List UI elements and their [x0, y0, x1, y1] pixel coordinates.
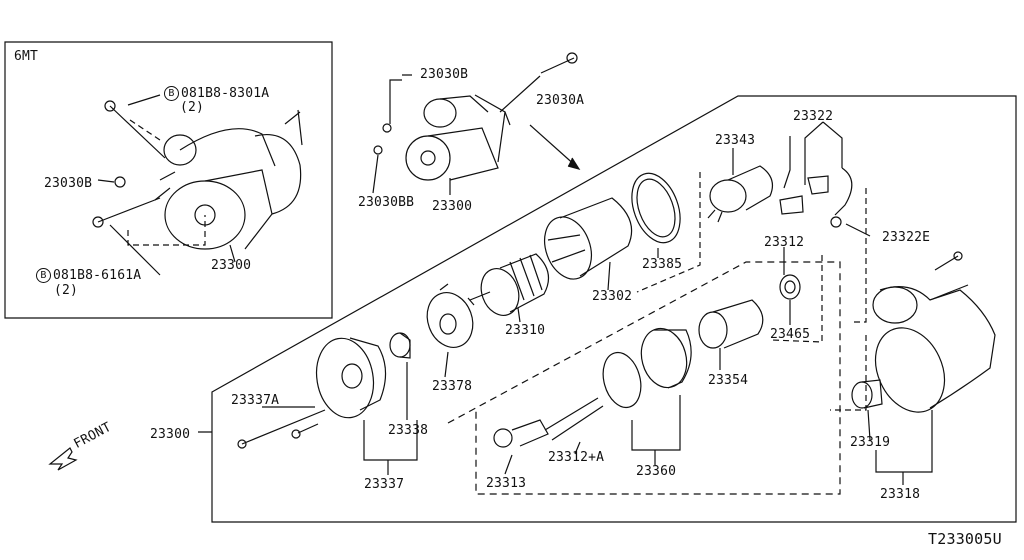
inset-nut [114, 176, 126, 188]
part-label-23322E: 23322E [882, 230, 931, 245]
part-label-23343: 23343 [715, 133, 756, 148]
top-bolt [540, 57, 575, 74]
part-label-23337A: 23337A [231, 393, 280, 408]
inset-bolt-lower [97, 197, 161, 223]
part-label-23354: 23354 [708, 373, 749, 388]
sub-frame [447, 261, 841, 495]
bolt-lower-code: 081B8-6161A [53, 268, 142, 283]
part-label-23030A: 23030A [536, 93, 585, 108]
inset-bolt-upper [109, 105, 166, 159]
part-label-23378: 23378 [432, 379, 473, 394]
solenoid-23343 [707, 165, 773, 223]
shaft-23312A [544, 397, 604, 441]
part-label-23338: 23338 [388, 423, 429, 438]
part-label-23465: 23465 [770, 327, 811, 342]
end-cover-23337 [315, 337, 387, 419]
part-label-23322: 23322 [793, 109, 834, 124]
inset-frame [4, 41, 333, 319]
diagram-code: T233005U [928, 530, 1002, 548]
brush-holder-23378 [426, 283, 475, 348]
top-starter-drawing [405, 94, 506, 181]
b-marker-icon: B [164, 86, 179, 101]
part-label-23030B-inset: 23030B [44, 176, 93, 191]
part-label-23030BB: 23030BB [358, 195, 415, 210]
variant-label: 6MT [14, 49, 39, 64]
part-label-23310: 23310 [505, 323, 546, 338]
yoke-23302 [544, 197, 633, 280]
bolt-upper-code: 081B8-8301A [181, 86, 270, 101]
part-label-23302: 23302 [592, 289, 633, 304]
bearing-23465 [779, 274, 801, 300]
front-arrow [48, 447, 78, 471]
inset-starter-drawing [154, 109, 303, 250]
part-label-23300-top: 23300 [432, 199, 473, 214]
part-label-23312A: 23312+A [548, 450, 605, 465]
b-marker-icon: B [36, 268, 51, 283]
part-label-23300-inset: 23300 [211, 258, 252, 273]
bolt-upper-qty: (2) [180, 100, 205, 115]
part-label-23312: 23312 [764, 235, 805, 250]
pinion-23313 [493, 419, 549, 448]
part-label-23030B-top: 23030B [420, 67, 469, 82]
seal-ring-23385 [631, 172, 681, 244]
part-label-23319: 23319 [850, 435, 891, 450]
part-label-23337: 23337 [364, 477, 405, 492]
bushing-23338 [389, 332, 411, 359]
through-bolt [241, 409, 326, 445]
clutch-23360 [602, 327, 692, 409]
lever-parts-23322 [779, 167, 853, 228]
armature-23310 [469, 253, 550, 316]
bushing-23319 [851, 379, 883, 409]
part-label-23300-main: 23300 [150, 427, 191, 442]
main-frame [211, 95, 1017, 523]
part-label-23318: 23318 [880, 487, 921, 502]
bolt-lower-qty: (2) [54, 283, 79, 298]
part-label-23385: 23385 [642, 257, 683, 272]
housing-23318 [872, 284, 996, 413]
part-label-23313: 23313 [486, 476, 527, 491]
gear-23354 [698, 299, 764, 349]
part-label-23360: 23360 [636, 464, 677, 479]
